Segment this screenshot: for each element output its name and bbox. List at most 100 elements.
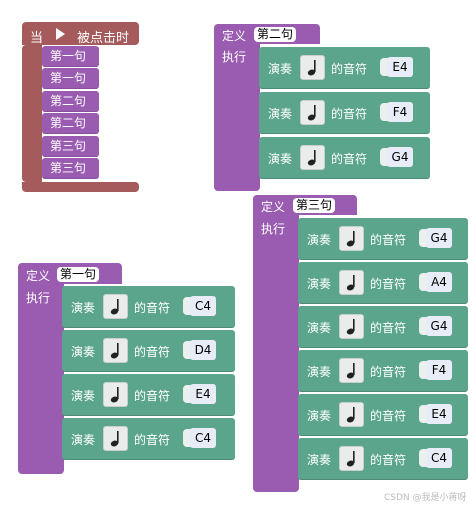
pitch-value[interactable]: C4 — [426, 448, 452, 468]
input-socket — [419, 449, 427, 467]
define-label: 定义 — [26, 269, 51, 283]
pitch-label: 的音符 — [370, 233, 407, 247]
play-label: 演奏 — [307, 321, 332, 335]
input-socket — [183, 385, 191, 403]
input-socket — [419, 273, 427, 291]
note-selector[interactable] — [339, 270, 364, 295]
procedure-body-second — [214, 44, 260, 191]
watermark: CSDN @我是小蒋呀 — [384, 493, 467, 503]
note-selector[interactable] — [339, 314, 364, 339]
define-label: 定义 — [261, 200, 286, 214]
play-label: 演奏 — [268, 62, 293, 76]
input-socket — [183, 429, 191, 447]
call-second-sentence[interactable]: 第二句 — [42, 113, 99, 134]
input-socket — [380, 58, 388, 76]
pitch-value[interactable]: G4 — [387, 147, 413, 167]
call-third-sentence[interactable]: 第三句 — [42, 158, 99, 179]
note-selector[interactable] — [103, 426, 128, 451]
note-selector[interactable] — [339, 226, 364, 251]
input-socket — [183, 341, 191, 359]
play-note-block[interactable]: 演奏 的音符 G4 — [298, 218, 468, 260]
event-suffix: 被点击时 — [77, 31, 130, 46]
define-label: 定义 — [222, 29, 247, 43]
play-note-block[interactable]: 演奏 的音符 C4 — [298, 438, 468, 480]
pitch-label: 的音符 — [331, 107, 368, 121]
pitch-value[interactable]: A4 — [426, 272, 452, 292]
play-note-block[interactable]: 演奏 的音符 G4 — [259, 137, 430, 179]
pitch-label: 的音符 — [331, 152, 368, 166]
procedure-name-field[interactable]: 第三句 — [293, 198, 336, 213]
play-note-block[interactable]: 演奏 的音符 A4 — [298, 262, 468, 304]
pitch-value[interactable]: C4 — [190, 296, 216, 316]
procedure-body-third — [253, 215, 299, 492]
note-selector[interactable] — [339, 446, 364, 471]
note-selector[interactable] — [300, 55, 325, 80]
input-socket — [380, 103, 388, 121]
call-second-sentence[interactable]: 第二句 — [42, 91, 99, 112]
exec-label: 执行 — [222, 50, 247, 64]
input-socket — [419, 405, 427, 423]
pitch-label: 的音符 — [134, 433, 171, 447]
play-label: 演奏 — [307, 277, 332, 291]
play-note-block[interactable]: 演奏 的音符 E4 — [298, 394, 468, 436]
note-selector[interactable] — [300, 145, 325, 170]
play-label: 演奏 — [71, 301, 96, 315]
play-label: 演奏 — [71, 345, 96, 359]
pitch-value[interactable]: G4 — [426, 316, 452, 336]
play-note-block[interactable]: 演奏 的音符 D4 — [62, 330, 235, 372]
pitch-value[interactable]: F4 — [387, 102, 413, 122]
play-note-block[interactable]: 演奏 的音符 E4 — [62, 374, 235, 416]
note-selector[interactable] — [103, 382, 128, 407]
pitch-label: 的音符 — [370, 321, 407, 335]
play-note-block[interactable]: 演奏 的音符 F4 — [259, 92, 430, 134]
note-selector[interactable] — [339, 358, 364, 383]
procedure-name-field[interactable]: 第一句 — [57, 267, 100, 282]
pitch-label: 的音符 — [370, 277, 407, 291]
exec-label: 执行 — [26, 291, 51, 305]
input-socket — [419, 361, 427, 379]
note-selector[interactable] — [103, 338, 128, 363]
play-label: 演奏 — [307, 453, 332, 467]
event-prefix: 当 — [30, 31, 44, 46]
pitch-value[interactable]: E4 — [190, 384, 216, 404]
procedure-body-first — [18, 284, 64, 474]
note-selector[interactable] — [339, 402, 364, 427]
pitch-value[interactable]: E4 — [426, 404, 452, 424]
call-first-sentence[interactable]: 第一句 — [42, 46, 99, 67]
procedure-name-field[interactable]: 第二句 — [254, 27, 297, 42]
play-label: 演奏 — [71, 389, 96, 403]
event-block-footer — [22, 182, 139, 192]
input-socket — [419, 229, 427, 247]
note-selector[interactable] — [103, 294, 128, 319]
input-socket — [419, 317, 427, 335]
play-label: 演奏 — [307, 233, 332, 247]
pitch-value[interactable]: F4 — [426, 360, 452, 380]
flag-icon — [56, 28, 65, 40]
event-block-header[interactable]: 当 被点击时 — [22, 22, 139, 46]
input-socket — [380, 148, 388, 166]
play-note-block[interactable]: 演奏 的音符 C4 — [62, 286, 235, 328]
pitch-label: 的音符 — [370, 453, 407, 467]
play-label: 演奏 — [268, 152, 293, 166]
play-note-block[interactable]: 演奏 的音符 G4 — [298, 306, 468, 348]
play-label: 演奏 — [307, 365, 332, 379]
exec-label: 执行 — [261, 222, 286, 236]
pitch-label: 的音符 — [134, 301, 171, 315]
play-label: 演奏 — [268, 107, 293, 121]
pitch-value[interactable]: D4 — [190, 340, 216, 360]
call-first-sentence[interactable]: 第一句 — [42, 68, 99, 89]
input-socket — [183, 297, 191, 315]
pitch-value[interactable]: E4 — [387, 57, 413, 77]
event-block-body — [22, 45, 42, 182]
pitch-label: 的音符 — [370, 409, 407, 423]
pitch-value[interactable]: C4 — [190, 428, 216, 448]
pitch-label: 的音符 — [134, 389, 171, 403]
pitch-value[interactable]: G4 — [426, 228, 452, 248]
pitch-label: 的音符 — [134, 345, 171, 359]
note-selector[interactable] — [300, 100, 325, 125]
call-third-sentence[interactable]: 第三句 — [42, 136, 99, 157]
play-label: 演奏 — [307, 409, 332, 423]
